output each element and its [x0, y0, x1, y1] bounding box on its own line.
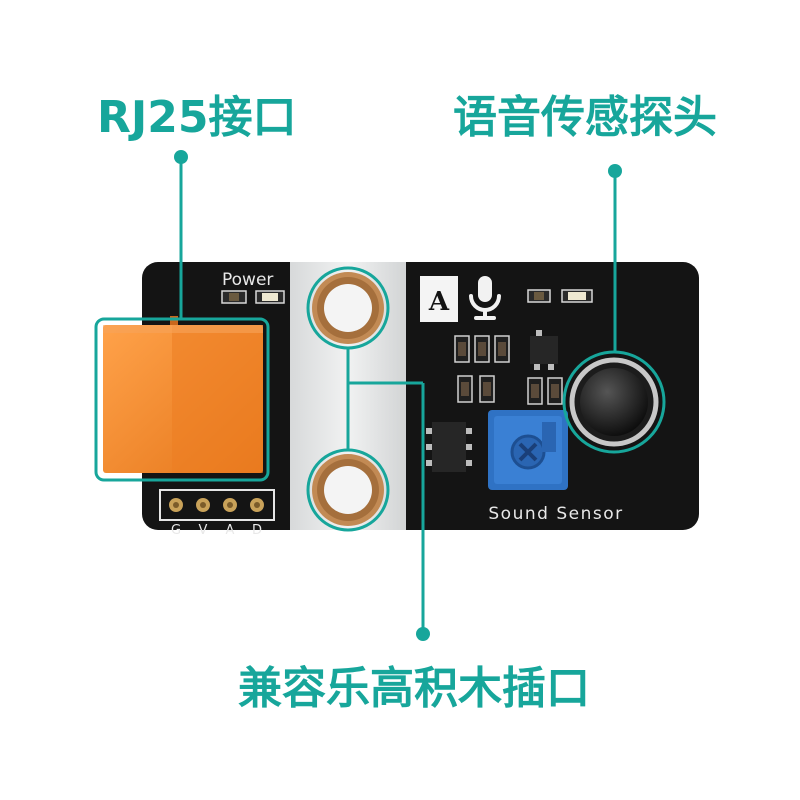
lego-mount-hole-top	[312, 272, 384, 344]
lego-compatible-mount-title: 兼容乐高积木插口	[238, 663, 590, 714]
rj25-connector	[103, 316, 263, 473]
lego-mount-hole-bottom	[312, 454, 384, 526]
smd-transistor	[530, 330, 558, 370]
sound-probe-title: 语音传感探头	[453, 92, 717, 143]
callout-lego-pointer	[306, 266, 425, 634]
pin-label-g: G	[171, 523, 181, 538]
rj25-port-title: RJ25接口	[97, 92, 297, 143]
callout-sensor-dot	[608, 164, 622, 178]
smd-resistors	[454, 335, 563, 405]
smd-ic-chip	[426, 422, 472, 472]
sound-sensor-label: Sound Sensor	[488, 504, 623, 524]
port-indicator-box	[420, 276, 458, 322]
callout-sensor-pointer	[562, 171, 666, 454]
callout-lego-dot	[416, 627, 430, 641]
port-letter: A	[428, 287, 450, 317]
microphone-icon	[469, 276, 501, 320]
pin-label-v: V	[199, 523, 208, 538]
callout-rj25-pointer	[94, 157, 270, 482]
pin-label-d: D	[252, 523, 262, 538]
potentiometer	[488, 410, 568, 490]
power-label: Power	[222, 270, 273, 290]
callout-rj25-dot	[174, 150, 188, 164]
pin-label-a: A	[226, 523, 235, 538]
microphone-capsule	[569, 357, 659, 447]
header-pins	[159, 489, 275, 521]
